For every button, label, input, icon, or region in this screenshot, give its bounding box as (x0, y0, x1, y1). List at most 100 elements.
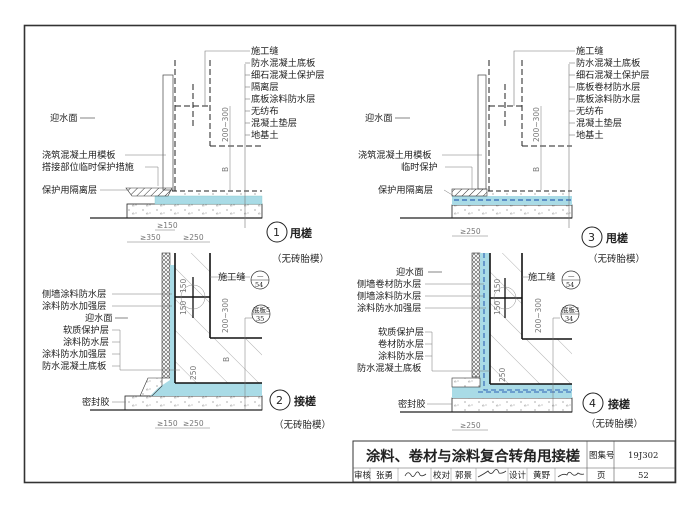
callout-label: 底板涂料防水层 (576, 93, 640, 105)
concrete-cushion (126, 203, 263, 219)
callout-label: 底板涂料防水层 (251, 93, 315, 105)
callout-label: 浇筑混凝土用模板 (358, 149, 432, 161)
callout-label: 侧墙卷材防水层 (357, 278, 421, 290)
detail-3: 200~300 B ≥250 迎水面 施工缝 防水混凝土底板 细石混凝土保护层 … (358, 45, 650, 265)
callout-label: 无纺布 (251, 105, 279, 117)
callout-label: 卷材防水层 (378, 338, 424, 350)
detail-number-circle (266, 221, 288, 243)
detail-number: 3 (588, 231, 595, 244)
callout-label: 涂料防水层 (378, 350, 424, 362)
leader-ticks (425, 343, 432, 357)
leader-line (204, 50, 250, 106)
checker-name: 郭景 (455, 470, 472, 481)
callout-label: 防水混凝土底板 (251, 57, 315, 69)
isolation-hatch (451, 188, 488, 197)
callout-label: 防水混凝土底板 (42, 360, 106, 372)
designer-signature (557, 471, 585, 478)
reference-top: 底板5 (253, 305, 270, 314)
callout-label: 侧墙涂料防水层 (357, 290, 421, 302)
dim-label: ≥250 (183, 233, 204, 242)
detail-number-circle (582, 392, 604, 414)
callout-label: 密封胶 (398, 398, 426, 410)
leader-ticks (112, 341, 120, 367)
reviewer-signature (404, 471, 427, 477)
dim-label: B (532, 167, 541, 172)
detail-number: 2 (276, 394, 283, 407)
callout-label: 地基土 (251, 129, 279, 141)
detail-number: 1 (273, 226, 280, 239)
detail-1: 200~300 B ≥150 ≥350 ≥250 迎水面 施工缝 防水混凝土底板… (42, 45, 329, 265)
callout-label: 侧墙涂料防水层 (42, 288, 106, 300)
dim-label: 250 (498, 367, 507, 382)
leader-line (513, 50, 575, 106)
callout-label: 临时保护 (401, 161, 438, 173)
dim-label: 200~300 (221, 107, 230, 142)
concrete-cushion (451, 397, 573, 413)
detail-4: 150 150 200~300 250 ≥250 迎水面 侧墙卷材防水层 侧墙涂… (357, 252, 643, 431)
callout-label: 混凝土垫层 (251, 117, 297, 129)
dim-label: 150 (493, 300, 502, 315)
leader-line (425, 331, 490, 372)
leader-ticks (245, 62, 250, 136)
waterproof-layer (452, 253, 572, 398)
dim-label: 200~300 (532, 107, 541, 142)
leader-line (145, 166, 159, 186)
reference-top: — (568, 272, 575, 280)
concrete-slab (490, 253, 572, 384)
protective-block (451, 377, 481, 388)
reference-top: 底板3 (562, 305, 579, 314)
detail-name: 接槎 (608, 397, 630, 411)
callout-label: 涂料防水加强层 (42, 300, 106, 312)
review-label: 审核 (354, 470, 372, 481)
soft-protective-layer (161, 252, 171, 379)
soft-protective-layer (471, 252, 481, 378)
concrete-cushion (124, 395, 263, 411)
detail-name: 接槎 (294, 394, 316, 408)
callout-label: 迎水面 (396, 266, 424, 278)
callout-label: 迎水面 (85, 312, 113, 324)
page-label: 页 (597, 471, 606, 481)
detail-note: （无砖胎模） (586, 418, 643, 430)
callout-label: 无纺布 (576, 105, 604, 117)
dim-label: ≥250 (183, 419, 204, 428)
callout-label: 涂料防水加强层 (357, 302, 421, 314)
title-block-frame (352, 440, 676, 483)
dim-label: B (222, 357, 231, 362)
callout-label: 隔离层 (251, 81, 279, 93)
callout-label: 软质保护层 (63, 324, 109, 336)
dim-label: 250 (189, 365, 198, 380)
dim-label: 200~300 (221, 298, 230, 333)
callout-label: 搭接部位临时保护措施 (42, 161, 134, 173)
waterproof-layer (154, 195, 263, 205)
reference-bottom: 54 (566, 281, 574, 289)
callout-label: 施工缝 (576, 45, 604, 57)
callout-label: 防水混凝土底板 (576, 57, 640, 69)
upstream-face-label: 迎水面 (50, 112, 78, 124)
reviewer-name: 张勇 (376, 471, 393, 481)
isolation-hatch (125, 187, 173, 197)
formwork (162, 74, 174, 191)
dim-label: 150 (179, 278, 188, 293)
upstream-face-label: 迎水面 (365, 112, 393, 124)
checker-signature (477, 469, 507, 478)
designer-name: 黄野 (533, 470, 551, 481)
callout-label: 保护用隔离层 (378, 184, 433, 196)
waterproof-layer (150, 265, 262, 396)
dim-label: ≥150 (157, 221, 178, 230)
atlas-number-label: 图集号 (589, 450, 615, 461)
detail-number-circle (581, 226, 603, 248)
title-block: 涂料、卷材与涂料复合转角甩接槎 图集号 19J302 页 52 审核 张勇 校对… (352, 440, 676, 483)
concrete-cushion (451, 204, 573, 219)
callout-label: 涂料防水加强层 (42, 348, 106, 360)
callout-label: 地基土 (576, 129, 604, 141)
callout-label: 涂料防水层 (63, 336, 109, 348)
design-label: 设计 (509, 470, 527, 481)
detail-2: 150 150 200~300 B 250 ≥150 ≥250 侧墙涂料防水层 … (42, 252, 331, 431)
detail-number: 4 (589, 397, 596, 410)
dim-label: ≥250 (460, 421, 481, 430)
leader-line (112, 329, 180, 371)
callout-label: 防水混凝土底板 (357, 362, 421, 374)
construction-joint-label: 施工缝 (528, 271, 556, 283)
detail-note: （无砖胎模） (274, 419, 331, 431)
leader-ticks (569, 62, 575, 136)
